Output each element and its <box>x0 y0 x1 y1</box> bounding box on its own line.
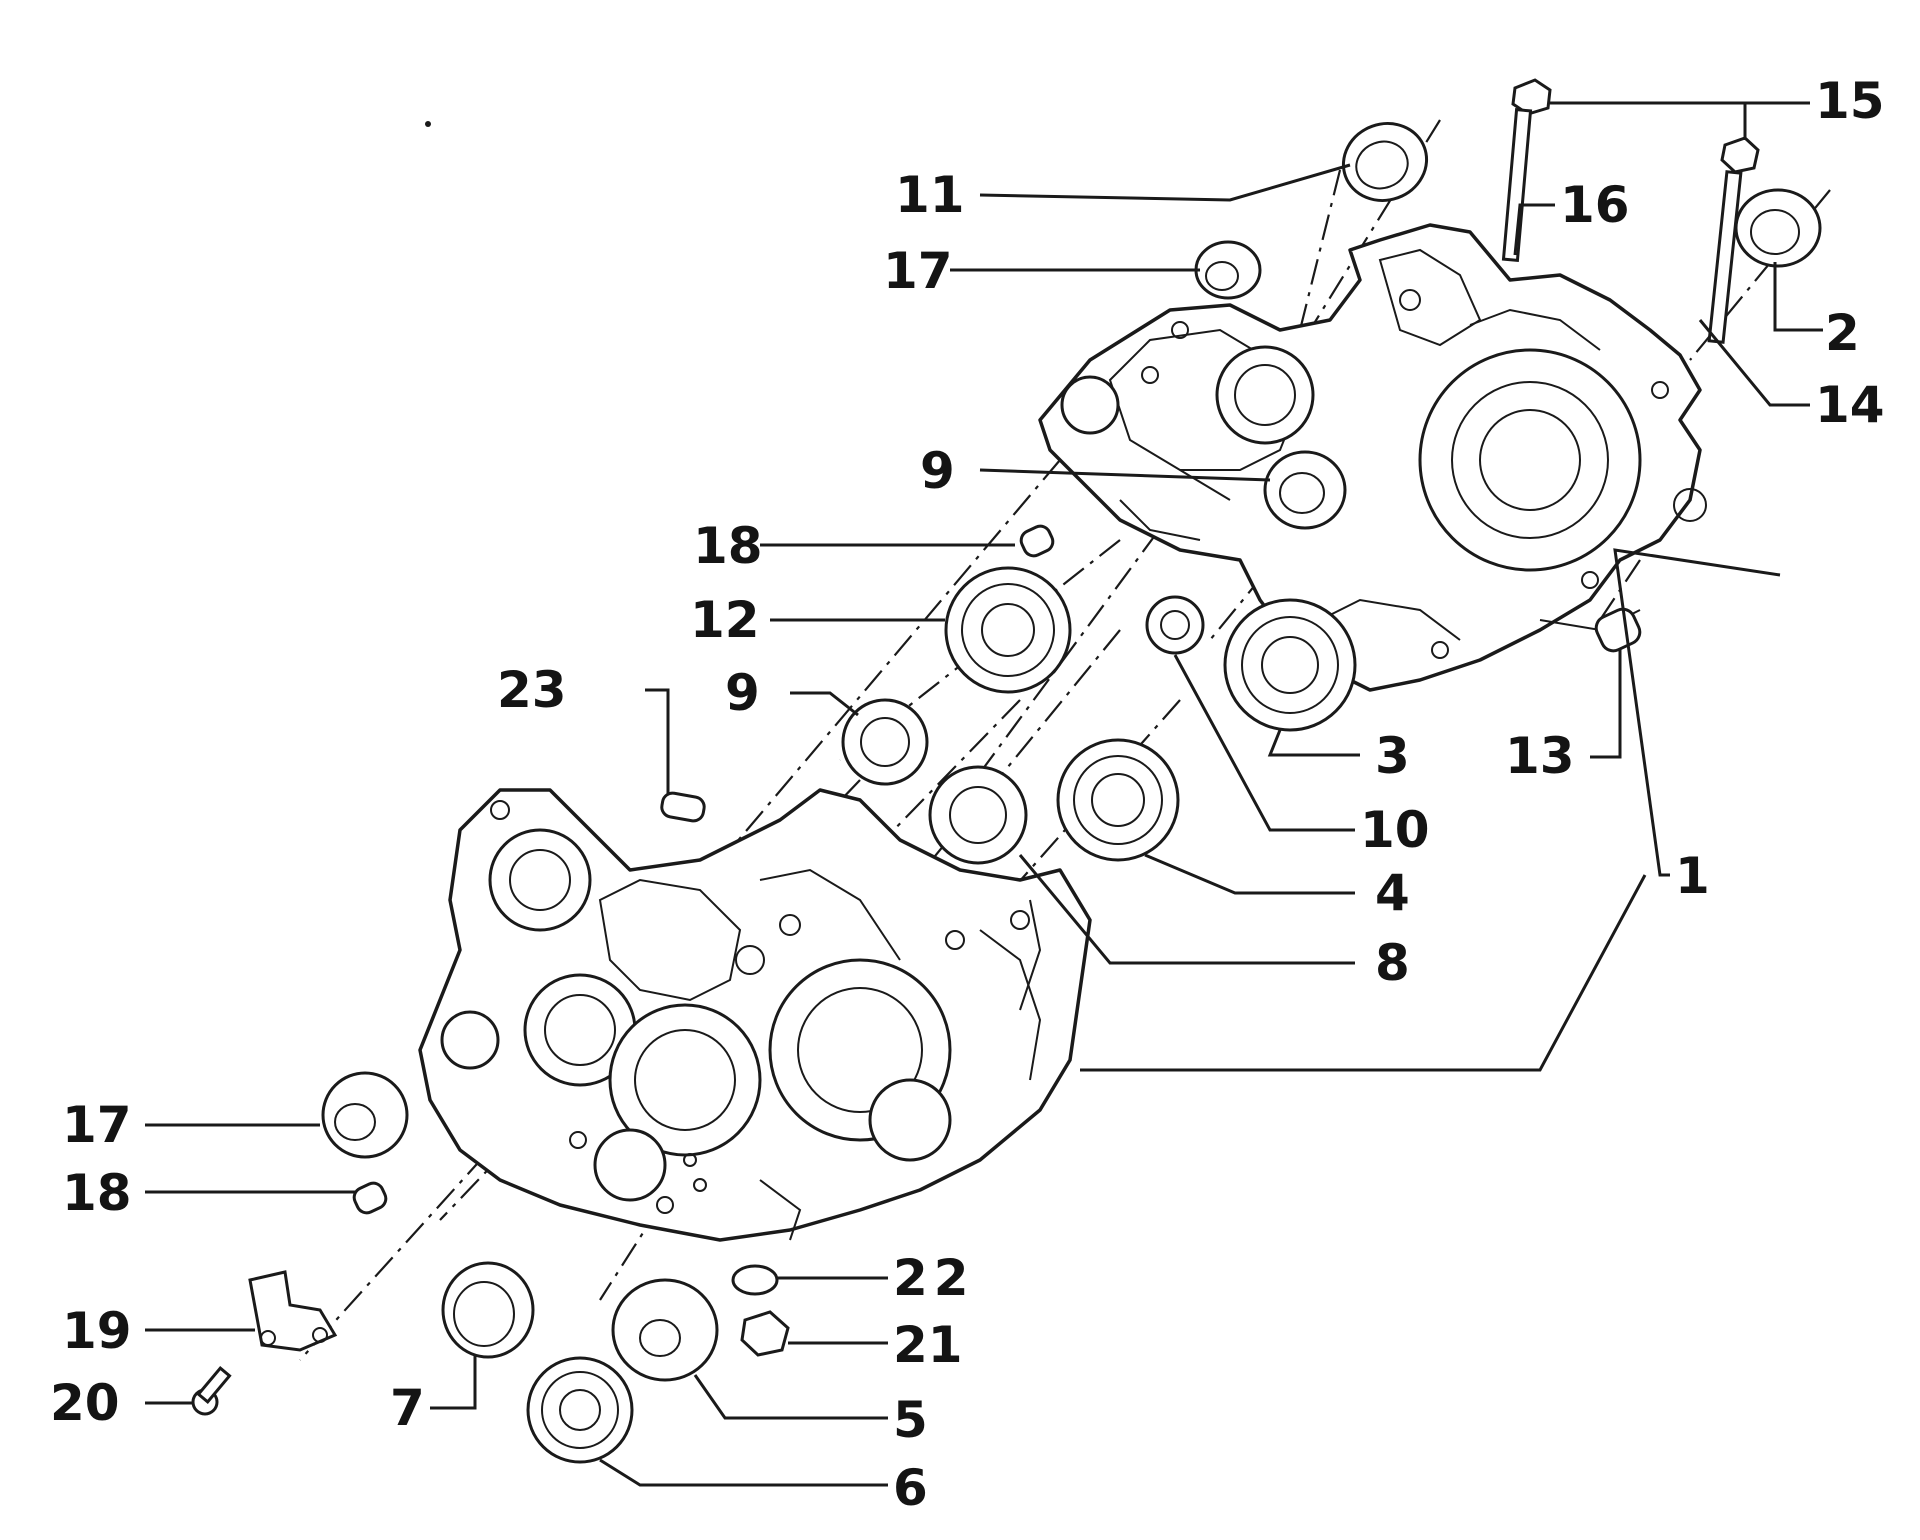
callout-2: 2 <box>1825 304 1860 362</box>
callout-18-top: 18 <box>693 517 763 575</box>
callout-8: 8 <box>1375 934 1410 992</box>
ball-bearing-part-3 <box>1223 598 1357 732</box>
leader-lines <box>145 101 1823 1487</box>
callout-23: 23 <box>497 661 567 719</box>
oil-seal-part-9-top <box>1263 450 1347 530</box>
plug-part-23 <box>660 791 706 823</box>
callout-9-mid: 9 <box>725 664 760 722</box>
callout-20: 20 <box>50 1374 120 1432</box>
bushing-part-17-top <box>1194 240 1262 300</box>
callout-7: 7 <box>390 1379 425 1437</box>
oil-seal-part-11 <box>1341 122 1429 202</box>
callout-17-top: 17 <box>883 242 953 300</box>
drain-screw-part-21 <box>740 1310 790 1357</box>
callout-10: 10 <box>1360 801 1430 859</box>
bracket-part-19 <box>248 1270 338 1352</box>
callout-22: 22 <box>893 1249 975 1307</box>
callout-17-bottom: 17 <box>62 1096 132 1154</box>
callout-labels: 15 11 16 17 2 14 9 18 12 23 9 3 13 10 1 … <box>50 72 1885 1517</box>
callout-1: 1 <box>1675 847 1710 905</box>
dowel-part-18-bottom <box>352 1181 388 1215</box>
bolt-part-20 <box>191 1366 232 1416</box>
callout-12: 12 <box>690 591 760 649</box>
oil-seal-part-2 <box>1734 188 1822 268</box>
callout-5: 5 <box>893 1391 928 1449</box>
separate-parts <box>191 78 1822 1464</box>
callout-6: 6 <box>893 1459 928 1517</box>
callout-15: 15 <box>1815 72 1885 130</box>
needle-bearing-part-7 <box>441 1261 535 1359</box>
ball-bearing-part-12 <box>944 566 1072 694</box>
callout-16: 16 <box>1560 176 1630 234</box>
callout-3: 3 <box>1375 727 1410 785</box>
callout-4: 4 <box>1375 864 1410 922</box>
ball-bearing-part-6 <box>526 1356 634 1464</box>
ink-speck <box>425 121 431 127</box>
spacer-part-10 <box>1145 595 1205 655</box>
lower-crankcase-half <box>418 788 1092 1242</box>
callout-19: 19 <box>62 1302 132 1360</box>
callout-14: 14 <box>1815 376 1885 434</box>
oil-seal-part-5 <box>611 1278 719 1382</box>
stud-part-16 <box>1501 78 1760 344</box>
callout-21: 21 <box>893 1316 963 1374</box>
callout-18-bottom: 18 <box>62 1164 132 1222</box>
roller-bearing-part-4 <box>1056 738 1180 862</box>
washer-part-22 <box>731 1264 779 1296</box>
bushing-part-17-bottom <box>321 1071 409 1159</box>
callout-13: 13 <box>1505 727 1575 785</box>
callout-11: 11 <box>895 166 965 224</box>
dowel-part-18-top <box>1019 524 1055 558</box>
oil-seal-part-8 <box>928 765 1028 865</box>
callout-9-top: 9 <box>920 442 955 500</box>
oil-seal-part-9-mid <box>841 698 929 786</box>
